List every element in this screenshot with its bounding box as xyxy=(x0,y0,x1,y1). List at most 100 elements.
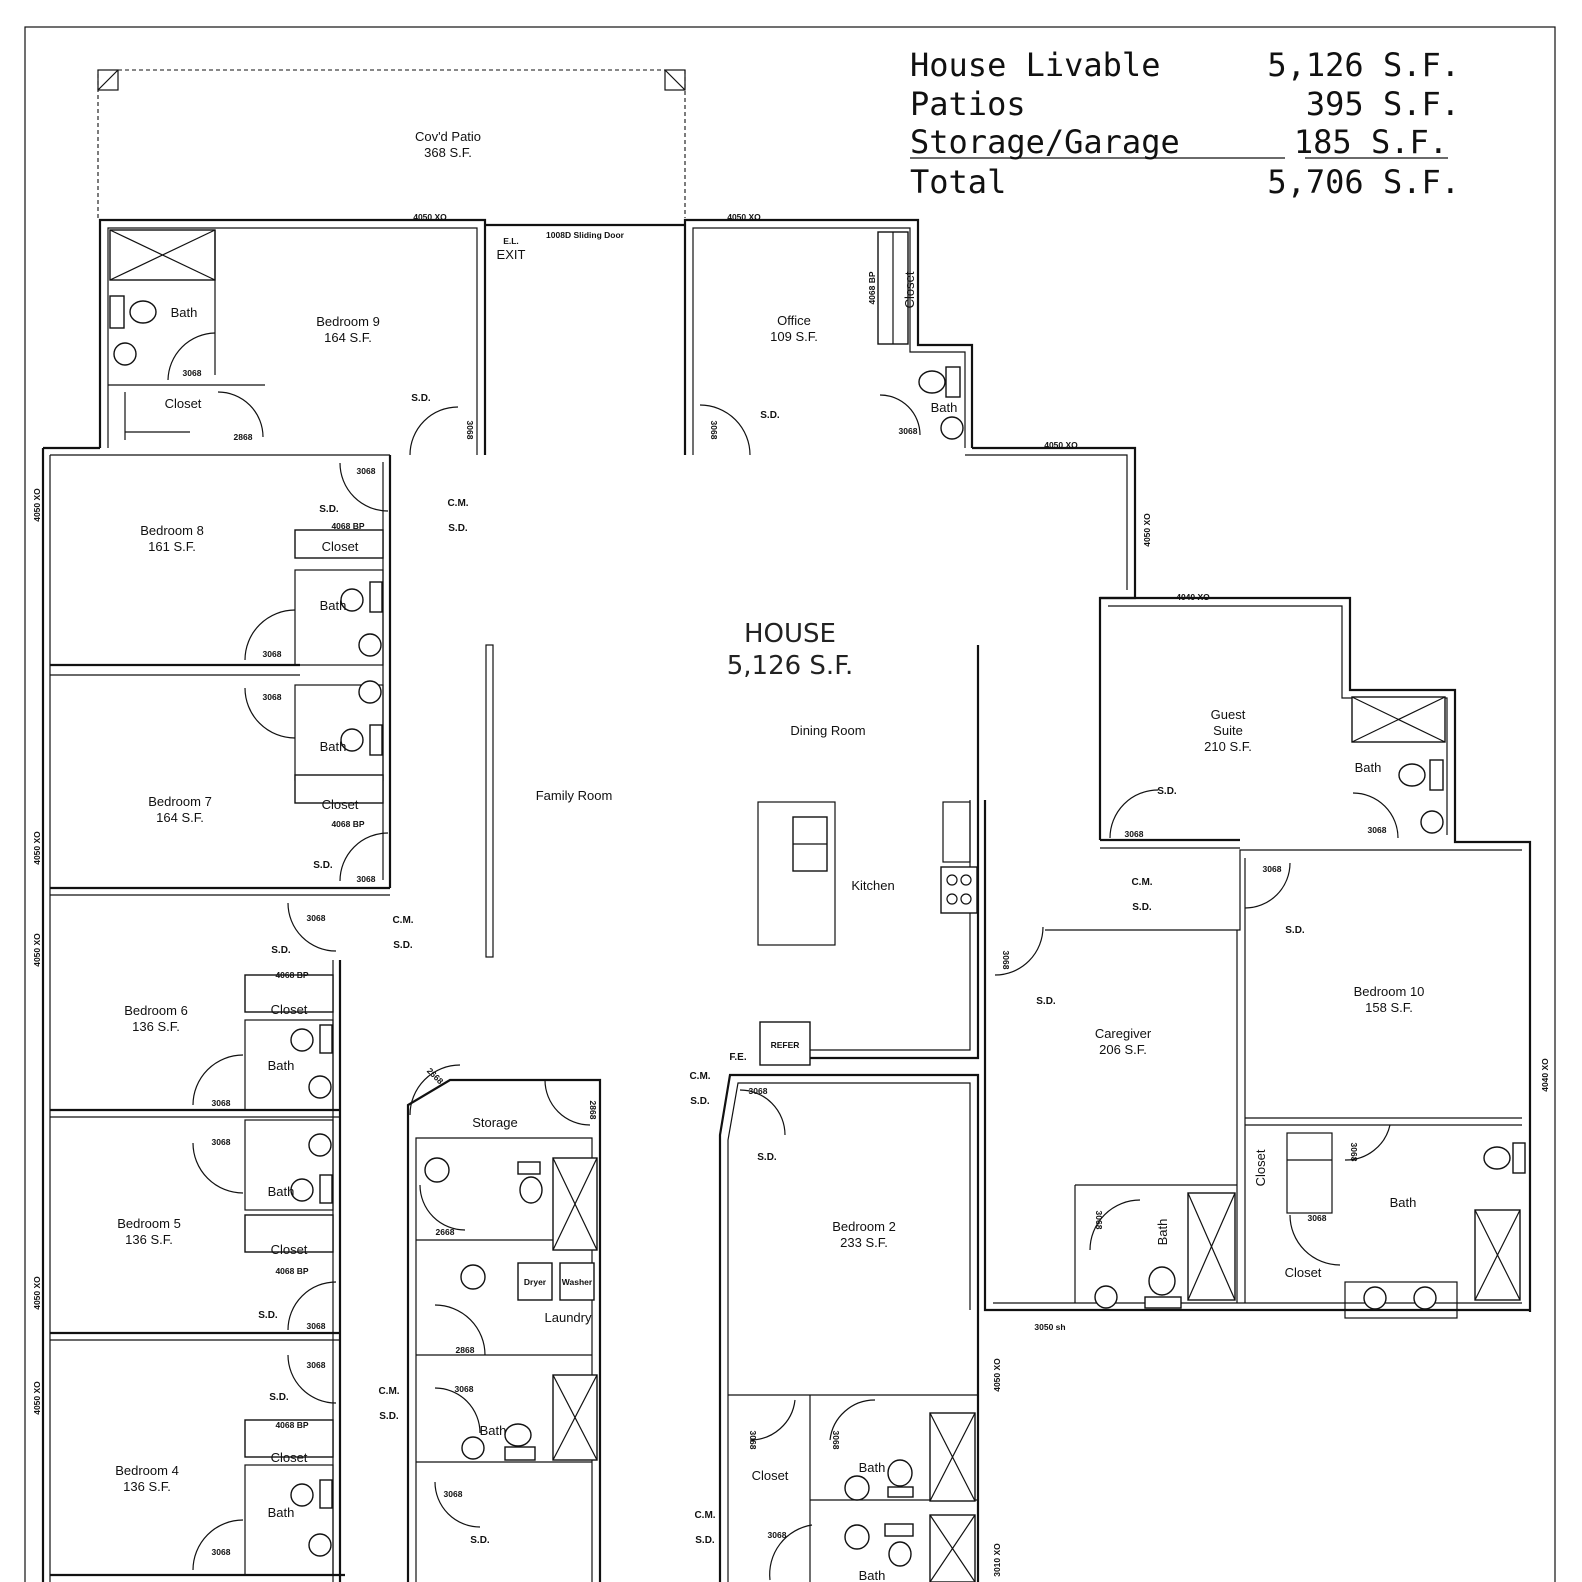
exit-label: EXIT xyxy=(497,247,526,262)
summary-value-total: 5,706 S.F. xyxy=(1267,163,1460,201)
door-size: 3068 xyxy=(263,649,282,659)
patio-name: Cov'd Patio xyxy=(415,129,481,144)
bypass-door-size: 4068 BP xyxy=(275,1266,308,1276)
door-size: 3068 xyxy=(444,1489,463,1499)
bath-label: Bath xyxy=(268,1505,295,1520)
smoke-detector: S.D. xyxy=(690,1096,710,1107)
dryer-label: Dryer xyxy=(524,1277,547,1287)
bypass-door-size: 4068 BP xyxy=(275,970,308,980)
bath-label: Bath xyxy=(171,305,198,320)
annotations: Bath Closet Bath Closet Bath Closet Clos… xyxy=(32,212,1550,1582)
door-size: 3068 xyxy=(1349,1143,1359,1162)
dining-room-name: Dining Room xyxy=(790,723,865,738)
door-size: 2868 xyxy=(456,1345,475,1355)
window-label: 4050 XO xyxy=(992,1358,1002,1392)
summary-label-total: Total xyxy=(910,163,1006,201)
bypass-door-size: 4068 BP xyxy=(275,1420,308,1430)
smoke-detector: S.D. xyxy=(1132,902,1152,913)
closet-label: Closet xyxy=(271,1450,308,1465)
house-title: HOUSE xyxy=(744,619,836,649)
closet-label: Closet xyxy=(271,1002,308,1017)
door-size: 3068 xyxy=(748,1431,758,1450)
covered-patio: Cov'd Patio 368 S.F. xyxy=(97,69,686,218)
window-label: 3010 XO xyxy=(992,1543,1002,1577)
window-label: 4050 XO xyxy=(32,831,42,865)
office-name: Office xyxy=(777,313,811,328)
sheet-border xyxy=(24,26,1556,1582)
bath-label: Bath xyxy=(1390,1195,1417,1210)
window-label: 4050 XO xyxy=(727,212,761,222)
smoke-detector: S.D. xyxy=(258,1310,278,1321)
bedroom6-area: 136 S.F. xyxy=(132,1019,180,1034)
bedroom6-name: Bedroom 6 xyxy=(124,1003,188,1018)
smoke-detector: S.D. xyxy=(1157,786,1177,797)
bedroom10-name: Bedroom 10 xyxy=(1354,984,1425,999)
window-label: 3050 sh xyxy=(1034,1322,1065,1332)
door-size: 3068 xyxy=(768,1530,787,1540)
walls xyxy=(41,218,1532,1582)
window-label: 4050 XO xyxy=(32,1276,42,1310)
co-monitor: C.M. xyxy=(392,915,413,926)
bedroom8-name: Bedroom 8 xyxy=(140,523,204,538)
bedroom7-area: 164 S.F. xyxy=(156,810,204,825)
smoke-detector: S.D. xyxy=(1285,925,1305,936)
co-monitor: C.M. xyxy=(689,1071,710,1082)
smoke-detector: S.D. xyxy=(313,860,333,871)
closet-label: Closet xyxy=(271,1242,308,1257)
bath-label: Bath xyxy=(859,1568,886,1582)
window-label: 4050 XO xyxy=(32,933,42,967)
window-label: 4040 XO xyxy=(1176,592,1210,602)
bypass-door-size: 4068 BP xyxy=(867,271,877,304)
smoke-detector: S.D. xyxy=(695,1535,715,1546)
smoke-detector: S.D. xyxy=(470,1535,490,1546)
window-label: 4050 XO xyxy=(1044,440,1078,450)
door-size: 3068 xyxy=(357,874,376,884)
door-size: 3068 xyxy=(212,1098,231,1108)
window-label: 4040 XO xyxy=(1540,1058,1550,1092)
refrigerator-label: REFER xyxy=(771,1040,800,1050)
door-swings xyxy=(167,332,1399,1581)
bath-label: Bath xyxy=(480,1423,507,1438)
co-monitor: C.M. xyxy=(694,1510,715,1521)
summary-label-house: House Livable xyxy=(910,46,1160,84)
smoke-detector: S.D. xyxy=(393,940,413,951)
door-size: 3068 xyxy=(1125,829,1144,839)
smoke-detector: S.D. xyxy=(379,1411,399,1422)
bath-label: Bath xyxy=(320,739,347,754)
bath-label: Bath xyxy=(320,598,347,613)
co-monitor: C.M. xyxy=(1131,877,1152,888)
room-labels: Bedroom 9 164 S.F. Bedroom 8 161 S.F. Be… xyxy=(115,313,1424,1494)
bedroom4-area: 136 S.F. xyxy=(123,1479,171,1494)
washer-label: Washer xyxy=(562,1277,593,1287)
bedroom7-name: Bedroom 7 xyxy=(148,794,212,809)
co-monitor: C.M. xyxy=(447,498,468,509)
door-size: 3068 xyxy=(831,1431,841,1450)
door-size: 2868 xyxy=(588,1101,598,1120)
summary-label-storage: Storage/Garage xyxy=(910,123,1180,161)
storage-name: Storage xyxy=(472,1115,518,1130)
bath-label: Bath xyxy=(1355,760,1382,775)
bath-label: Bath xyxy=(1155,1219,1170,1246)
smoke-detector: S.D. xyxy=(1036,996,1056,1007)
smoke-detector: S.D. xyxy=(448,523,468,534)
bedroom2-name: Bedroom 2 xyxy=(832,1219,896,1234)
closet-label: Closet xyxy=(1253,1149,1268,1186)
door-size: 3068 xyxy=(212,1547,231,1557)
door-size: 3068 xyxy=(1001,951,1011,970)
bedroom5-area: 136 S.F. xyxy=(125,1232,173,1247)
window-label: 4050 XO xyxy=(32,488,42,522)
exit-light-label: E.L. xyxy=(503,236,519,246)
smoke-detector: S.D. xyxy=(319,504,339,515)
bypass-door-size: 4068 BP xyxy=(331,819,364,829)
door-size: 3068 xyxy=(465,421,475,440)
bath-label: Bath xyxy=(931,400,958,415)
closet-label: Closet xyxy=(165,396,202,411)
area-summary: House Livable 5,126 S.F. Patios 395 S.F.… xyxy=(910,46,1460,201)
door-size: 3068 xyxy=(212,1137,231,1147)
window-label: 4050 XO xyxy=(413,212,447,222)
bath-label: Bath xyxy=(268,1184,295,1199)
smoke-detector: S.D. xyxy=(757,1152,777,1163)
door-size: 2668 xyxy=(436,1227,455,1237)
house-area: 5,126 S.F. xyxy=(727,651,854,681)
